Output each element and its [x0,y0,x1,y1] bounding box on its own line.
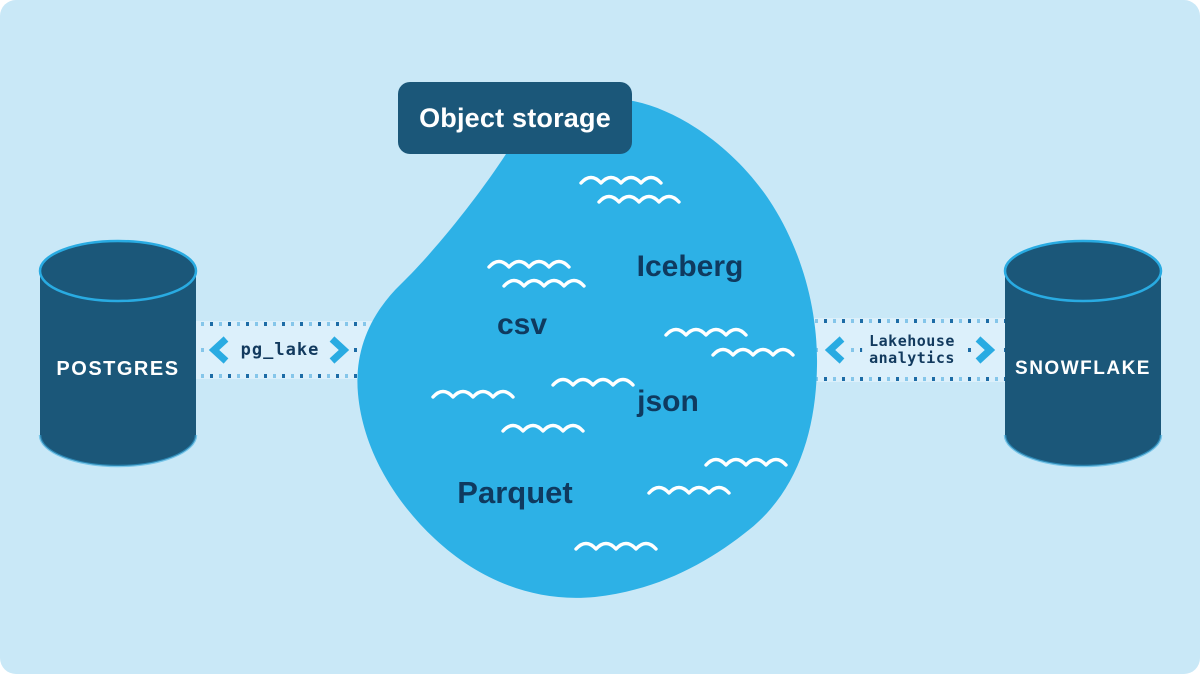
format-label-csv: csv [496,308,548,341]
chevron-right-icon [972,335,998,365]
format-label-parquet: Parquet [457,475,573,510]
postgres-database: POSTGRES [38,237,198,469]
pg-lake-label: pg_lake [233,338,327,362]
dotted-line [806,377,1008,381]
pg-lake-connection: pg_lake [192,321,382,379]
lakehouse-line2: analytics [869,349,955,367]
chevron-left-icon [206,335,232,365]
lakehouse-line1: Lakehouse [869,332,955,350]
format-label-iceberg: Iceberg [636,250,744,283]
lakehouse-analytics-label: Lakehouse analytics [862,331,962,369]
object-storage-label: Object storage [398,82,632,154]
lakehouse-analytics-connection: Lakehouse analytics [806,318,1008,382]
lake-blob-shape [357,99,818,598]
chevron-left-icon [822,335,848,365]
snowflake-label: SNOWFLAKE [1015,358,1151,379]
postgres-label: POSTGRES [56,358,180,380]
dotted-line [192,322,382,326]
object-storage-lake-blob [357,99,818,598]
format-label-json: json [637,385,699,418]
snowflake-database: SNOWFLAKE [1003,237,1163,469]
chevron-right-icon [326,335,352,365]
dotted-line [192,374,382,378]
database-cylinder-icon [38,239,198,468]
dotted-line [806,319,1008,323]
database-cylinder-icon [1003,239,1163,468]
